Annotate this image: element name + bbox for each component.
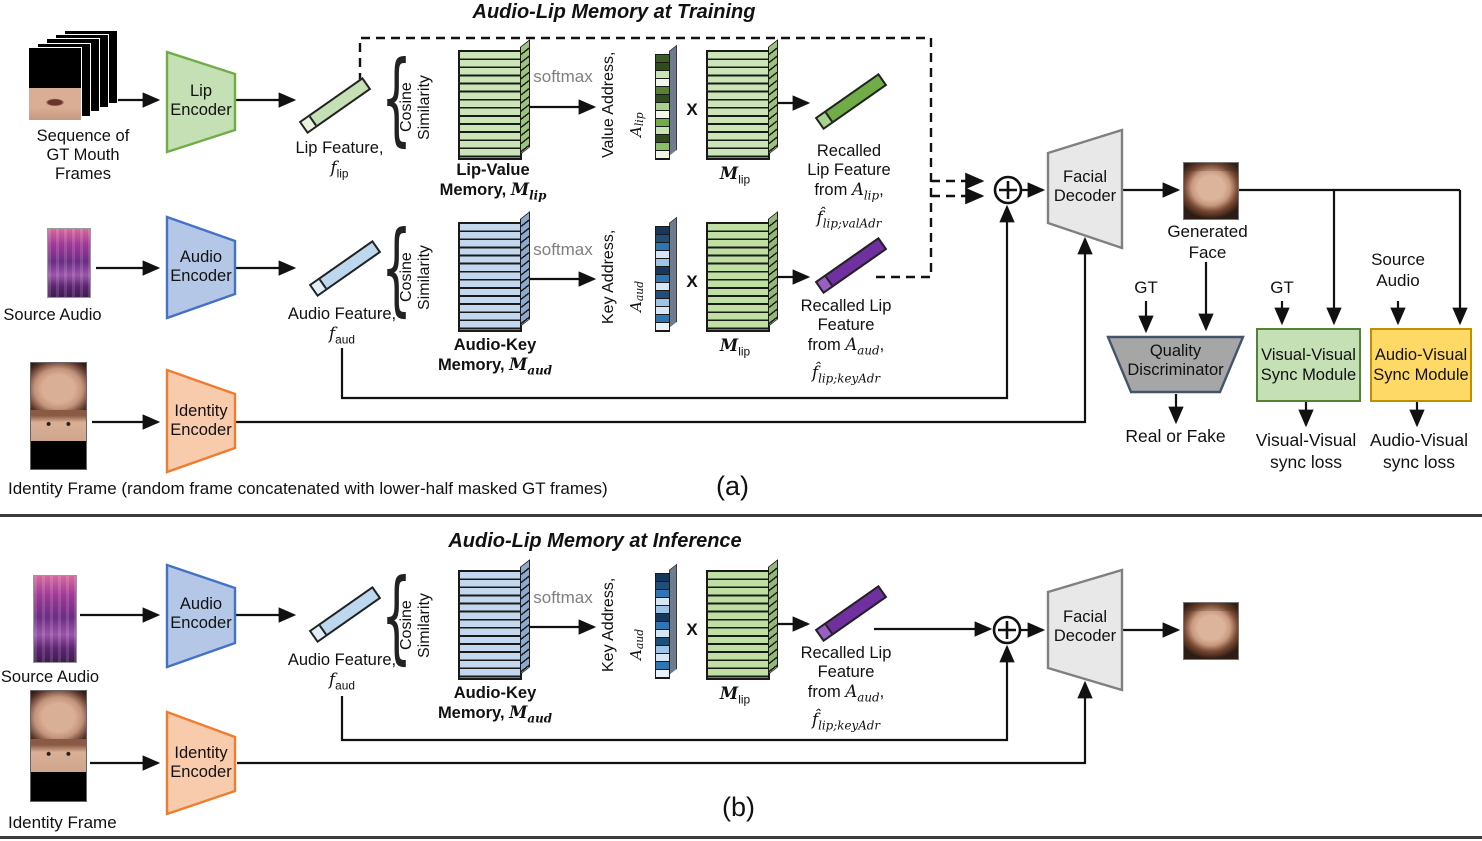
softmax-label-lip: softmax bbox=[533, 67, 593, 86]
cosine-label-lip-1: Cosine bbox=[398, 82, 415, 133]
identity-frame-image-b bbox=[30, 690, 87, 802]
audio-key-memory-stack-a bbox=[458, 211, 530, 332]
mlip-label-row1: Mlip bbox=[719, 164, 751, 187]
brace-cosine-lip: { bbox=[381, 39, 412, 157]
value-address-symbol: Alip bbox=[627, 112, 646, 137]
generated-face-image bbox=[1183, 162, 1239, 220]
mlip-label-row2: Mlip bbox=[719, 336, 751, 359]
plus-icon-a bbox=[999, 181, 1017, 199]
audio-encoder-shape-b bbox=[165, 563, 237, 669]
label-gt-vv: GT bbox=[1270, 278, 1294, 297]
audio-key-memory-stack-b bbox=[458, 559, 530, 680]
identity-frame-image-a bbox=[30, 362, 87, 470]
key-address-column-a bbox=[655, 216, 677, 332]
cosine-label-aud-a-2: Similarity bbox=[416, 245, 433, 310]
mlip-stack-b bbox=[706, 559, 778, 680]
caption-identity-frame-a: Identity Frame (random frame concatenate… bbox=[8, 479, 608, 498]
panel-tag-a: (a) bbox=[716, 471, 749, 501]
line-faud-skip-b bbox=[340, 644, 1015, 742]
label-lip-value-memory: Lip-Value Memory, Mlip bbox=[439, 161, 547, 203]
plus-icon-b bbox=[998, 621, 1016, 639]
line-identity-skip-b bbox=[237, 680, 1093, 765]
caption-identity-frame-b: Identity Frame bbox=[8, 813, 117, 832]
cosine-label-b-1: Cosine bbox=[398, 600, 415, 651]
label-real-or-fake: Real or Fake bbox=[1125, 426, 1226, 446]
brace-cosine-aud-a: { bbox=[381, 209, 412, 327]
key-address-column-b bbox=[655, 563, 677, 679]
multiply-lip: X bbox=[686, 100, 698, 119]
label-recalled-key-a: Recalled Lip Feature from Aaud, f̂lip;ke… bbox=[800, 297, 892, 386]
section-separator bbox=[0, 514, 1482, 517]
lip-encoder-shape bbox=[165, 50, 237, 154]
label-audio-feature-a: Audio Feature, faud bbox=[287, 305, 397, 347]
label-lip-feature: Lip Feature, flip bbox=[295, 139, 384, 181]
label-source-audio-a: Source Audio bbox=[3, 306, 102, 324]
title-training: Audio-Lip Memory at Training bbox=[472, 1, 756, 23]
quality-discriminator-shape bbox=[1106, 335, 1245, 394]
lip-value-memory-stack bbox=[458, 39, 530, 160]
key-address-label-a: Key Address, bbox=[600, 229, 617, 325]
multiply-b: X bbox=[686, 620, 698, 639]
cosine-label-b-2: Similarity bbox=[416, 593, 433, 658]
audio-encoder-shape-a bbox=[165, 215, 237, 320]
facial-decoder-shape-b bbox=[1046, 568, 1124, 692]
bottom-rule bbox=[0, 836, 1482, 839]
identity-encoder-shape-b bbox=[165, 710, 237, 816]
source-audio-image-b bbox=[33, 575, 77, 663]
label-recalled-val: Recalled Lip Feature from Alip, f̂lip;va… bbox=[807, 142, 891, 231]
source-audio-image-a bbox=[47, 228, 91, 298]
mlip-stack-row1 bbox=[706, 39, 778, 160]
label-audio-feature-b: Audio Feature, faud bbox=[287, 651, 397, 693]
label-recalled-key-b: Recalled Lip Feature from Aaud, f̂lip;ke… bbox=[800, 644, 892, 733]
softmax-label-b: softmax bbox=[533, 588, 593, 607]
softmax-label-aud-a: softmax bbox=[533, 240, 593, 259]
cosine-label-lip-2: Similarity bbox=[416, 75, 433, 140]
key-address-label-b: Key Address, bbox=[600, 577, 617, 673]
dashed-lip-feature-path bbox=[358, 36, 933, 279]
label-audio-key-memory-a: Audio-Key Memory, Maud bbox=[437, 336, 553, 378]
value-address-label: Value Address, bbox=[600, 51, 617, 159]
title-inference: Audio-Lip Memory at Inference bbox=[448, 530, 742, 552]
multiply-aud-a: X bbox=[686, 272, 698, 291]
key-address-symbol-a: Aaud bbox=[627, 280, 646, 313]
line-faud-skip-a bbox=[340, 204, 1015, 400]
label-source-audio-b: Source Audio bbox=[0, 668, 100, 686]
identity-encoder-shape-a bbox=[165, 368, 237, 474]
panel-tag-b: (b) bbox=[722, 792, 755, 822]
key-address-symbol-b: Aaud bbox=[627, 628, 646, 661]
mlip-stack-row2 bbox=[706, 211, 778, 332]
value-address-column bbox=[655, 44, 677, 160]
brace-cosine-b: { bbox=[381, 557, 412, 675]
line-identity-skip-a bbox=[235, 236, 1093, 424]
label-sequence-gt-mouth: Sequence of GT Mouth Frames bbox=[36, 127, 130, 183]
generated-face-image-b bbox=[1183, 602, 1239, 660]
mlip-label-b: Mlip bbox=[719, 684, 751, 707]
label-audio-key-memory-b: Audio-Key Memory, Maud bbox=[437, 684, 553, 726]
facial-decoder-shape-a bbox=[1046, 128, 1124, 250]
cosine-label-aud-a-1: Cosine bbox=[398, 252, 415, 303]
label-gt-discriminator: GT bbox=[1134, 278, 1158, 297]
